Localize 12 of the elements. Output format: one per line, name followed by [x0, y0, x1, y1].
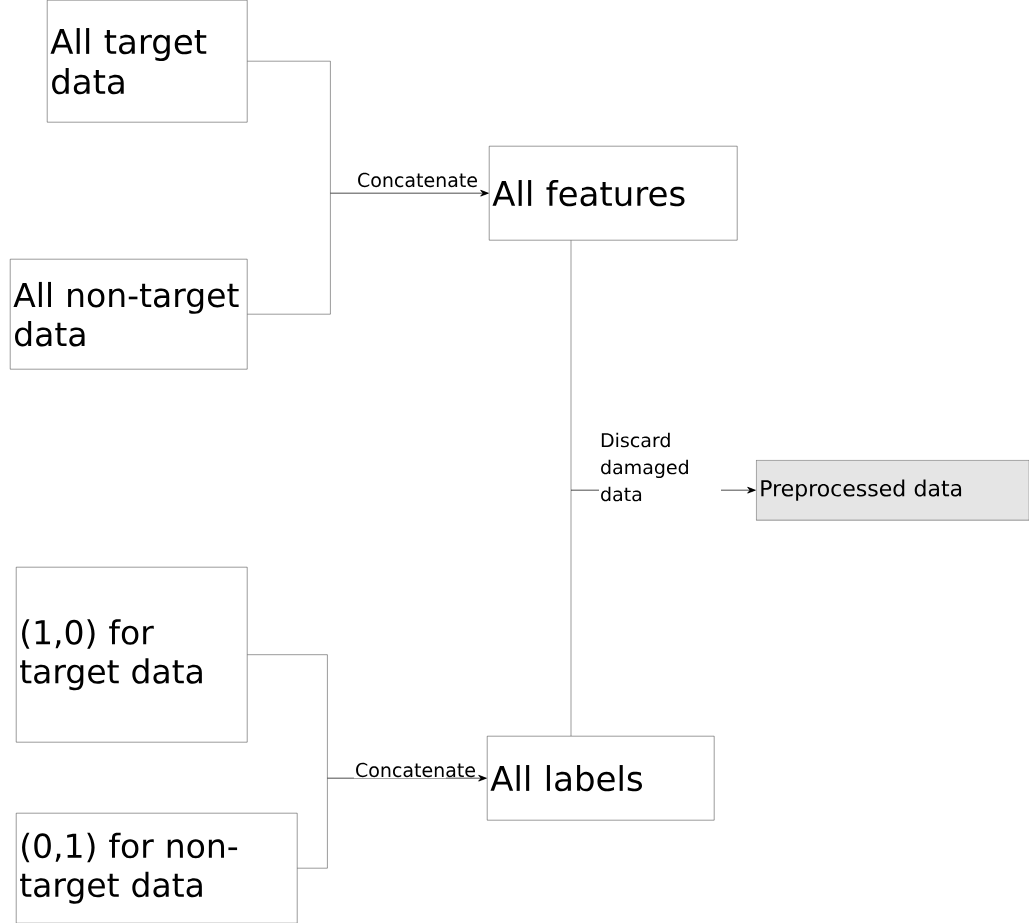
process-box: (1,0) for target data	[16, 567, 248, 743]
process-box: Preprocessed data	[756, 460, 1029, 521]
edge-label: Concatenate	[354, 761, 475, 779]
process-box: All non-target data	[10, 259, 248, 370]
arrow	[297, 775, 487, 869]
process-box: (0,1) for non-target data	[16, 813, 298, 923]
edge-label: Discard damaged data	[599, 431, 721, 503]
edge-label: Concatenate	[356, 171, 477, 189]
process-box: All labels	[487, 736, 715, 821]
process-box: All features	[489, 146, 738, 241]
process-box: All target data	[47, 0, 248, 123]
arrow	[247, 190, 489, 315]
